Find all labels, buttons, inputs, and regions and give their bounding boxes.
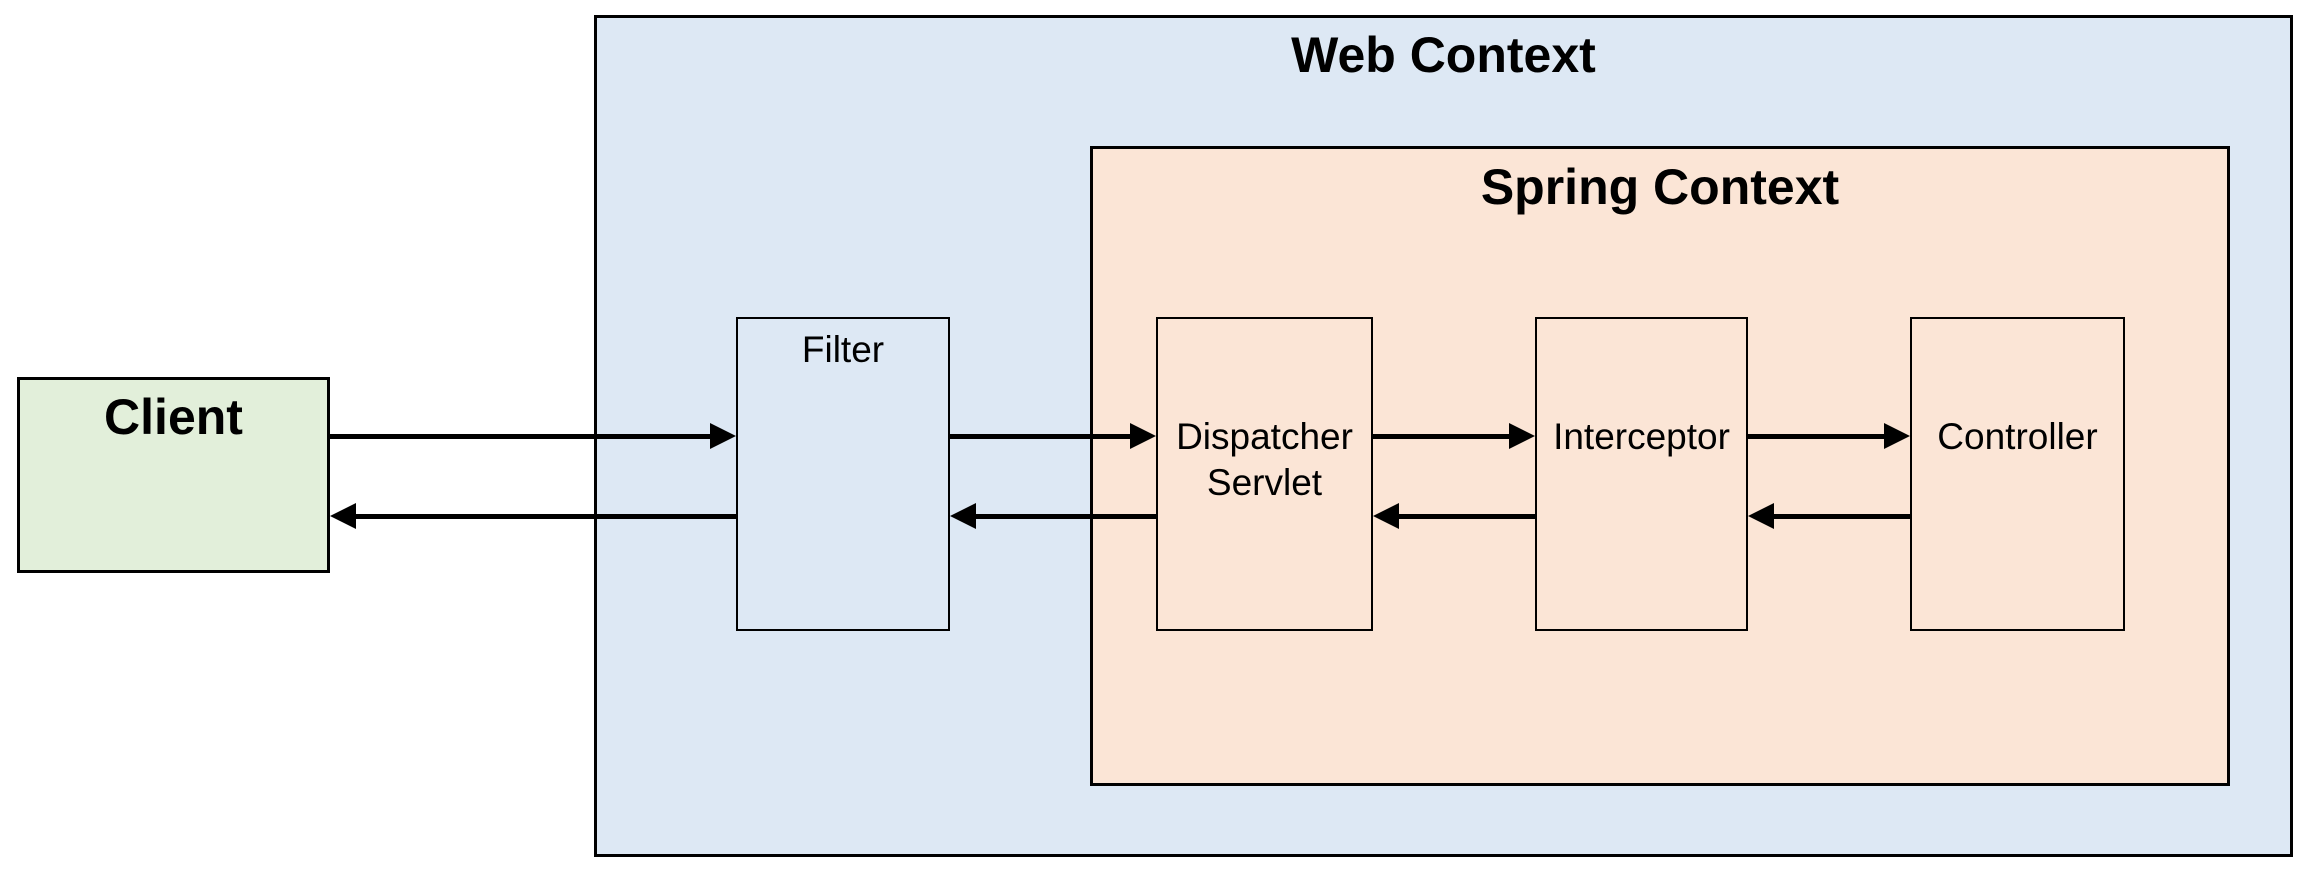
node-filter: Filter	[736, 317, 950, 631]
filter-label: Filter	[801, 329, 885, 370]
spring-context-title: Spring Context	[1480, 159, 1840, 215]
arrow-controller-to-interceptor	[1748, 503, 1910, 529]
arrow-filter-to-client	[330, 503, 736, 529]
arrow-filter-to-dispatcher	[950, 423, 1156, 449]
node-dispatcher-servlet: Dispatcher Servlet	[1156, 317, 1373, 631]
dispatcher-servlet-label-line2: Servlet	[1206, 462, 1323, 503]
node-interceptor: Interceptor	[1535, 317, 1748, 631]
arrow-interceptor-to-dispatcher	[1373, 503, 1535, 529]
arrow-shaft	[350, 513, 736, 519]
arrow-client-to-filter	[330, 423, 736, 449]
arrow-shaft	[970, 513, 1156, 519]
arrow-dispatcher-to-interceptor	[1373, 423, 1535, 449]
dispatcher-servlet-label-line1: Dispatcher	[1176, 416, 1353, 457]
arrow-head-left-icon	[950, 503, 976, 529]
arrow-head-right-icon	[1130, 423, 1156, 449]
arrow-shaft	[1748, 433, 1890, 439]
arrow-dispatcher-to-filter	[950, 503, 1156, 529]
arrow-head-right-icon	[1509, 423, 1535, 449]
arrow-head-right-icon	[710, 423, 736, 449]
web-context-title: Web Context	[1291, 27, 1596, 83]
client-label: Client	[104, 389, 243, 445]
arrow-interceptor-to-controller	[1748, 423, 1910, 449]
node-client: Client	[17, 377, 330, 573]
arrow-shaft	[330, 433, 716, 439]
arrow-head-left-icon	[330, 503, 356, 529]
arrow-head-right-icon	[1884, 423, 1910, 449]
arrow-shaft	[950, 433, 1136, 439]
node-controller: Controller	[1910, 317, 2125, 631]
arrow-shaft	[1373, 433, 1515, 439]
arrow-head-left-icon	[1373, 503, 1399, 529]
controller-label: Controller	[1937, 416, 2098, 457]
arrow-shaft	[1393, 513, 1535, 519]
arrow-shaft	[1768, 513, 1910, 519]
interceptor-label: Interceptor	[1553, 416, 1730, 457]
arrow-head-left-icon	[1748, 503, 1774, 529]
